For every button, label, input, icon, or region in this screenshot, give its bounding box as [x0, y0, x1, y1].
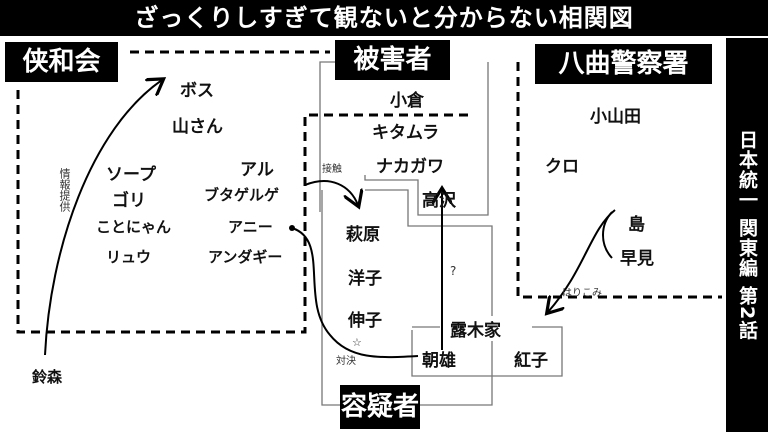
- person-hagiwara: 萩原: [346, 225, 380, 245]
- person-aru: アル: [240, 160, 274, 180]
- person-takazawa: 高沢: [422, 191, 456, 211]
- person-yoko: 洋子: [348, 269, 382, 289]
- person-yamasan: 山さん: [172, 117, 223, 137]
- note-stakeout: はりこみ: [562, 288, 602, 299]
- group-label-police: 八曲警察署: [535, 44, 712, 84]
- dashed-group-boxes: [16, 50, 722, 334]
- person-shima: 島: [628, 215, 645, 235]
- person-soap: ソープ: [106, 165, 156, 185]
- note-confront: 対決: [336, 356, 356, 367]
- group-label-victims: 被害者: [335, 40, 450, 80]
- episode-caption: 日本統一 関東編 第2話: [726, 38, 768, 432]
- person-kuro: クロ: [545, 157, 579, 177]
- series-name: 日本統一: [736, 130, 758, 211]
- person-kotonyan: ことにゃん: [96, 218, 172, 236]
- person-andagi: アンダギー: [208, 248, 283, 266]
- episode-number: 第2話: [736, 285, 758, 340]
- note-info: 情報提供: [58, 168, 71, 212]
- group-label-suspects: 容疑者: [340, 385, 420, 429]
- note-star: ☆: [352, 336, 362, 349]
- person-nakagawa: ナカガワ: [376, 157, 444, 177]
- arc-name: 関東編: [736, 217, 758, 278]
- person-annie: アニー: [228, 218, 273, 236]
- person-gori: ゴリ: [112, 191, 146, 211]
- person-boss: ボス: [180, 81, 214, 101]
- person-kitamura: キタムラ: [372, 123, 440, 143]
- note-question: ?: [450, 264, 457, 278]
- person-asao: 朝雄: [422, 351, 456, 371]
- person-beniko: 紅子: [514, 351, 548, 371]
- person-koyamada: 小山田: [590, 107, 641, 127]
- person-butagerug: ブタゲルゲ: [204, 186, 280, 204]
- person-ogura: 小倉: [390, 91, 424, 111]
- chart-title: ざっくりしすぎて観ないと分からない相関図: [0, 0, 768, 36]
- note-contact: 接触: [322, 164, 342, 175]
- group-label-kyowakai: 侠和会: [5, 42, 118, 82]
- group-label-tsuyuki: 露木家: [446, 316, 505, 341]
- person-nobuko: 伸子: [348, 311, 382, 331]
- person-hayami: 早見: [620, 249, 654, 269]
- person-ryu: リュウ: [106, 248, 152, 266]
- person-suzumori: 鈴森: [32, 368, 63, 386]
